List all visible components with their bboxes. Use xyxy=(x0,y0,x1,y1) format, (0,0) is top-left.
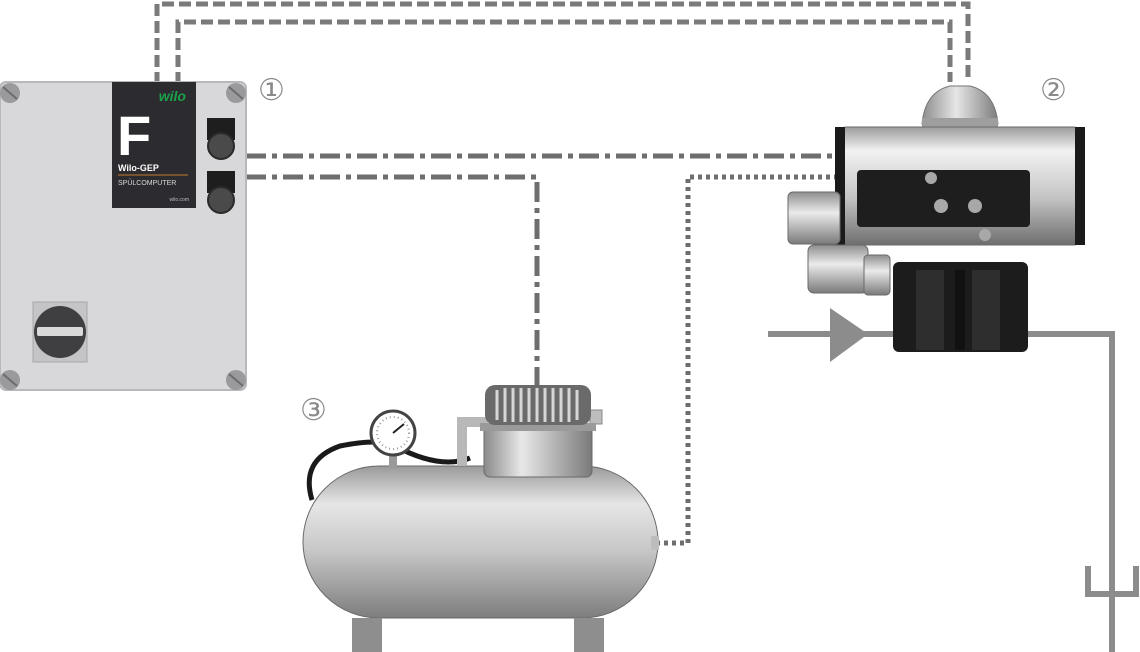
letter-f: F xyxy=(117,104,151,167)
dashed-cable-inner xyxy=(175,19,953,84)
dotted-air-line xyxy=(656,174,835,546)
main-switch[interactable] xyxy=(32,301,88,363)
screw-icon xyxy=(226,83,246,103)
screw-icon xyxy=(226,370,246,390)
screw-icon xyxy=(0,83,20,103)
water-pipe xyxy=(768,331,1115,652)
label-two: ② xyxy=(1040,73,1067,108)
wilo-logo: wilo xyxy=(159,88,187,104)
control-unit: wilo F Wilo-GEP SPÜLCOMPUTER wilo.com xyxy=(0,81,247,391)
product-subtitle: SPÜLCOMPUTER xyxy=(118,179,176,187)
screw-icon xyxy=(0,370,20,390)
indicator-button-bottom[interactable] xyxy=(207,171,235,214)
product-name: Wilo-GEP xyxy=(118,163,159,173)
dashdot-line-controller-compressor xyxy=(246,174,540,385)
label-three: ③ xyxy=(300,393,327,428)
outlet-funnel-icon xyxy=(1085,566,1139,597)
indicator-button-top[interactable] xyxy=(207,118,235,160)
pneumatic-valve xyxy=(787,85,1085,352)
cooling-fins xyxy=(495,388,579,422)
front-label: wilo F Wilo-GEP SPÜLCOMPUTER wilo.com xyxy=(112,82,196,208)
pressure-gauge-icon xyxy=(369,409,417,468)
dashed-cable-outer xyxy=(154,1,971,84)
flow-arrow-icon xyxy=(830,308,868,362)
label-one: ① xyxy=(258,73,285,108)
air-compressor xyxy=(302,385,659,652)
website-text: wilo.com xyxy=(170,197,189,203)
